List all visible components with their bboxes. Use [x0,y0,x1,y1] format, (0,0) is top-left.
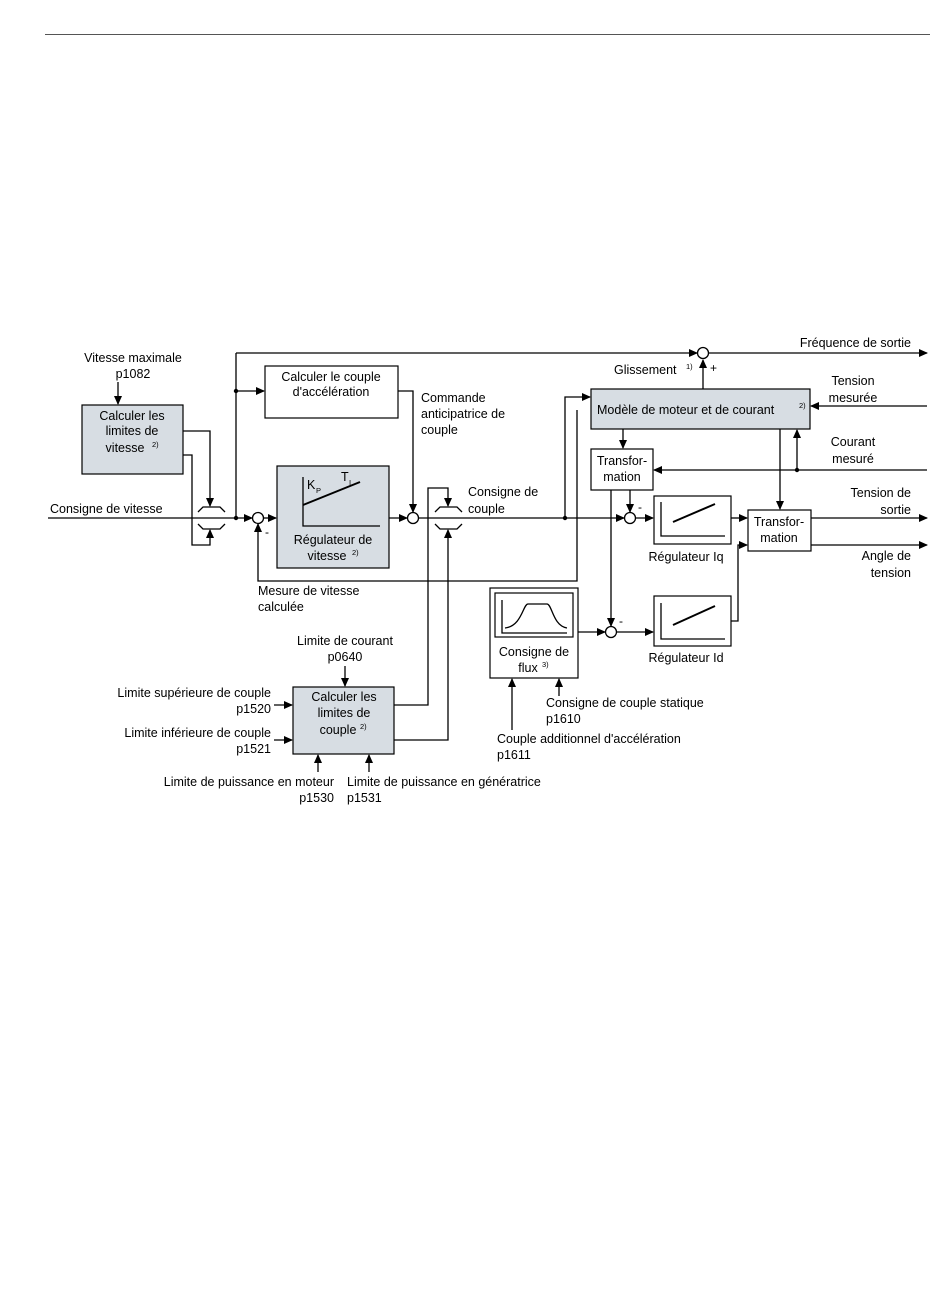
speed-limits-text: Calculer les [99,409,164,423]
footnote-marker: 3) [542,660,549,669]
vmax-param: p1082 [116,367,151,381]
freq-sum-junction [696,346,710,360]
flux-text: Consigne de [499,645,569,659]
torque-lower-label: Limite inférieure de couple [124,726,271,740]
transform2-text: mation [760,531,798,545]
torque-upper-label: Limite supérieure de couple [117,686,271,700]
speed-ctrl-text: vitesse [308,549,347,563]
header-rule [45,34,930,35]
footnote-marker: 2) [352,548,359,557]
iq-controller-graph [660,502,725,537]
footnote-marker: 1) [686,362,693,371]
torque-setpoint-label: couple [468,502,505,516]
angle-label: Angle de [862,549,911,563]
speed-limits-box [81,404,184,475]
speed-meas-label: Mesure de vitesse [258,584,359,598]
motor-model-box [590,388,811,430]
angle-label: tension [871,566,911,580]
power-gen-label: Limite de puissance en génératrice [347,775,541,789]
id-sum-junction [604,625,618,639]
current-meas-label: mesuré [832,452,874,466]
accel-torque-text: Calculer le couple [281,370,380,384]
torque-upper-param: p1520 [236,702,271,716]
voltage-meas-label: Tension [831,374,874,388]
speed-controller-box [276,465,390,569]
flux-setpoint-inner [494,592,574,638]
iq-ctrl-label: Régulateur Iq [648,550,723,564]
feedforward-label: couple [421,423,458,437]
kp-label: K [307,478,316,492]
power-motor-param: p1530 [299,791,334,805]
flux-text: flux [518,661,538,675]
torque-lower-param: p1521 [236,742,271,756]
voltage-out-label: Tension de [851,486,912,500]
speed-limits-text: vitesse [106,441,145,455]
speed-meas-label: calculée [258,600,304,614]
footnote-marker: 2) [799,401,806,410]
voltage-out-label: sortie [880,503,911,517]
add-torque-label: Couple additionnel d'accélération [497,732,681,746]
speed-sum-junction [251,511,265,525]
iq-controller-box [653,495,732,545]
add-torque-param: p1611 [497,748,531,762]
power-motor-label: Limite de puissance en moteur [164,775,334,789]
accel-torque-box [264,365,399,419]
ti-label: T [341,470,349,484]
vmax-label: Vitesse maximale [84,351,182,365]
minus-sign: - [265,525,269,539]
minus-sign: - [619,614,623,628]
motor-model-text: Modèle de moteur et de courant [597,403,775,417]
feedforward-label: Commande [421,391,486,405]
transformation1-box [590,448,654,491]
speed-limits-text: limites de [106,424,159,438]
transformation2-box [747,509,812,552]
footnote-marker: 2) [360,722,367,731]
speed-setpoint-label: Consigne de vitesse [50,502,163,516]
torque-limits-text: limites de [318,706,371,720]
transform1-text: mation [603,470,641,484]
feedforward-label: anticipatrice de [421,407,505,421]
freq-out-label: Fréquence de sortie [800,336,911,350]
speed-ctrl-text: Régulateur de [294,533,373,547]
transform2-text: Transfor- [754,515,804,529]
slip-label: Glissement [614,363,677,377]
voltage-meas-label: mesurée [829,391,878,405]
iq-sum-junction [623,511,637,525]
id-ctrl-label: Régulateur Id [648,651,723,665]
footnote-marker: 2) [152,440,159,449]
current-limit-param: p0640 [328,650,363,664]
static-torque-param: p1610 [546,712,581,726]
id-controller-box [653,595,732,647]
current-meas-label: Courant [831,435,876,449]
torque-setpoint-label: Consigne de [468,485,538,499]
ti-subscript: I [349,478,351,487]
torque-limits-text: Calculer les [311,690,376,704]
kp-subscript: P [316,486,321,495]
static-torque-label: Consigne de couple statique [546,696,704,710]
current-limit-label: Limite de courant [297,634,393,648]
transform1-text: Transfor- [597,454,647,468]
plus-sign: + [710,361,717,375]
accel-torque-text: d'accélération [293,385,370,399]
speed-controller-graph [302,477,380,527]
power-gen-param: p1531 [347,791,382,805]
torque-sum-junction [406,511,420,525]
torque-limits-text: couple [320,723,357,737]
torque-limits-box [292,686,395,755]
flux-curve-graph [501,600,568,634]
id-controller-graph [660,603,725,640]
minus-sign: - [638,500,642,514]
